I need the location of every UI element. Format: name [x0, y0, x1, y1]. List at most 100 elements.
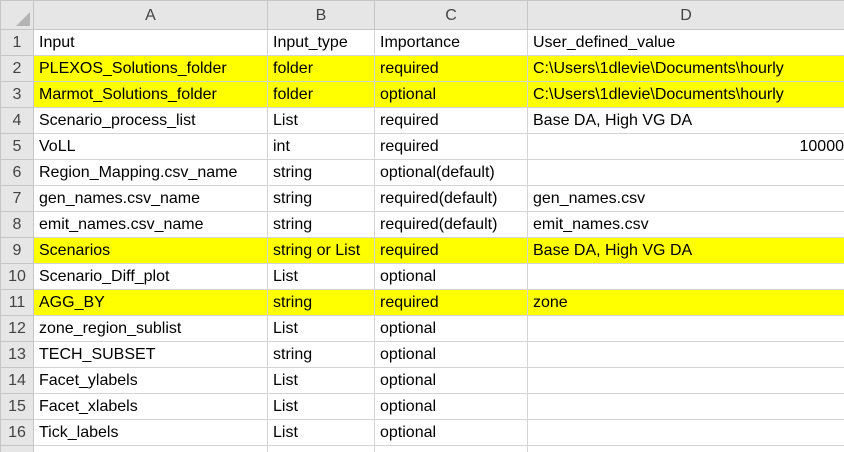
cell-d[interactable]: emit_names.csv: [527, 211, 844, 238]
cell-b[interactable]: string: [267, 289, 375, 316]
row-header[interactable]: 12: [0, 315, 34, 342]
cell-a[interactable]: emit_names.csv_name: [33, 211, 268, 238]
cell-c[interactable]: optional: [374, 315, 528, 342]
cell-a[interactable]: gen_names.csv_name: [33, 185, 268, 212]
cell-c[interactable]: [374, 445, 528, 452]
row-header[interactable]: 3: [0, 81, 34, 108]
cell-b[interactable]: folder: [267, 55, 375, 82]
row-header[interactable]: [0, 445, 34, 452]
cell-a[interactable]: Facet_xlabels: [33, 393, 268, 420]
cell-b[interactable]: string or List: [267, 237, 375, 264]
cell-d[interactable]: [527, 445, 844, 452]
cell-b[interactable]: List: [267, 263, 375, 290]
cell-c[interactable]: optional(default): [374, 159, 528, 186]
cell-d[interactable]: [527, 263, 844, 290]
cell-a[interactable]: PLEXOS_Solutions_folder: [33, 55, 268, 82]
row-header[interactable]: 7: [0, 185, 34, 212]
cell-c[interactable]: required: [374, 237, 528, 264]
cell-a[interactable]: TECH_SUBSET: [33, 341, 268, 368]
column-header-d[interactable]: D: [527, 0, 844, 30]
cell-d[interactable]: zone: [527, 289, 844, 316]
cell-a[interactable]: Marmot_Solutions_folder: [33, 81, 268, 108]
cell-a[interactable]: Scenario_Diff_plot: [33, 263, 268, 290]
cell-b[interactable]: string: [267, 185, 375, 212]
row-header[interactable]: 8: [0, 211, 34, 238]
row-header[interactable]: 13: [0, 341, 34, 368]
cell-c[interactable]: Importance: [374, 29, 528, 56]
cell-d[interactable]: [527, 419, 844, 446]
cell-b[interactable]: [267, 445, 375, 452]
cell-a[interactable]: Input: [33, 29, 268, 56]
cell-b[interactable]: folder: [267, 81, 375, 108]
cell-d[interactable]: [527, 367, 844, 394]
cell-a[interactable]: Scenarios: [33, 237, 268, 264]
column-header-a[interactable]: A: [33, 0, 268, 30]
cell-b[interactable]: int: [267, 133, 375, 160]
cell-d[interactable]: C:\Users\1dlevie\Documents\hourly: [527, 81, 844, 108]
cell-c[interactable]: required: [374, 289, 528, 316]
cell-b[interactable]: Input_type: [267, 29, 375, 56]
cell-c[interactable]: optional: [374, 367, 528, 394]
cell-d[interactable]: Base DA, High VG DA: [527, 237, 844, 264]
cell-a[interactable]: Scenario_process_list: [33, 107, 268, 134]
cell-a[interactable]: VoLL: [33, 133, 268, 160]
row-header[interactable]: 14: [0, 367, 34, 394]
cell-b[interactable]: List: [267, 315, 375, 342]
cell-d[interactable]: [527, 159, 844, 186]
column-header-c[interactable]: C: [374, 0, 528, 30]
cell-c[interactable]: optional: [374, 263, 528, 290]
cell-c[interactable]: required: [374, 107, 528, 134]
cell-b[interactable]: string: [267, 341, 375, 368]
cell-c[interactable]: optional: [374, 419, 528, 446]
cell-d[interactable]: [527, 393, 844, 420]
row-header[interactable]: 1: [0, 29, 34, 56]
row-header[interactable]: 10: [0, 263, 34, 290]
cell-a[interactable]: Region_Mapping.csv_name: [33, 159, 268, 186]
cell-c[interactable]: optional: [374, 81, 528, 108]
row-header[interactable]: 6: [0, 159, 34, 186]
cell-c[interactable]: required(default): [374, 185, 528, 212]
cell-b[interactable]: List: [267, 107, 375, 134]
cell-b[interactable]: List: [267, 419, 375, 446]
cell-b[interactable]: string: [267, 211, 375, 238]
row-header[interactable]: 4: [0, 107, 34, 134]
row-header[interactable]: 15: [0, 393, 34, 420]
cell-b[interactable]: List: [267, 367, 375, 394]
row-header[interactable]: 16: [0, 419, 34, 446]
cell-d[interactable]: gen_names.csv: [527, 185, 844, 212]
row-header[interactable]: 9: [0, 237, 34, 264]
select-all-corner[interactable]: [0, 0, 34, 30]
cell-c[interactable]: required(default): [374, 211, 528, 238]
cell-a[interactable]: [33, 445, 268, 452]
cell-a[interactable]: Tick_labels: [33, 419, 268, 446]
cell-a[interactable]: zone_region_sublist: [33, 315, 268, 342]
cell-a[interactable]: AGG_BY: [33, 289, 268, 316]
cell-d[interactable]: C:\Users\1dlevie\Documents\hourly: [527, 55, 844, 82]
cell-d[interactable]: User_defined_value: [527, 29, 844, 56]
column-header-b[interactable]: B: [267, 0, 375, 30]
cell-c[interactable]: required: [374, 55, 528, 82]
cell-d[interactable]: Base DA, High VG DA: [527, 107, 844, 134]
row-header[interactable]: 5: [0, 133, 34, 160]
cell-c[interactable]: optional: [374, 341, 528, 368]
cell-c[interactable]: required: [374, 133, 528, 160]
cell-b[interactable]: List: [267, 393, 375, 420]
cell-a[interactable]: Facet_ylabels: [33, 367, 268, 394]
row-header[interactable]: 11: [0, 289, 34, 316]
cell-c[interactable]: optional: [374, 393, 528, 420]
row-header[interactable]: 2: [0, 55, 34, 82]
cell-b[interactable]: string: [267, 159, 375, 186]
cell-d[interactable]: [527, 341, 844, 368]
cell-d[interactable]: [527, 315, 844, 342]
cell-d[interactable]: 10000: [527, 133, 844, 160]
